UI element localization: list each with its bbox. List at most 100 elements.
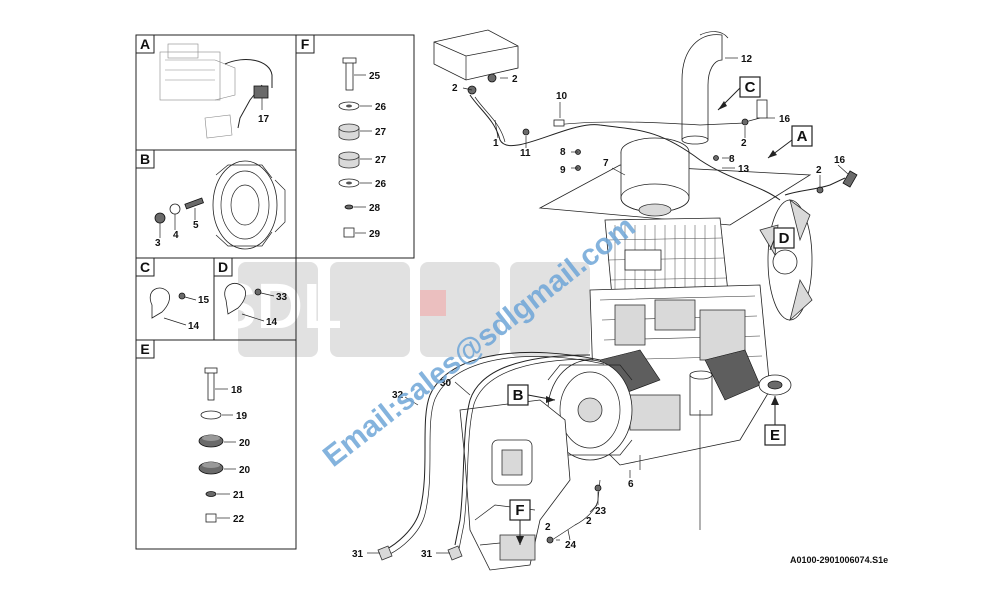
callout-d: D: [769, 227, 795, 251]
callout-b-letter: B: [513, 387, 524, 404]
label-31-a: 31: [352, 549, 364, 560]
bolt-5: [184, 197, 204, 210]
engine-block: [589, 284, 771, 466]
label-31-b: 31: [421, 549, 433, 560]
bracket-10: [553, 119, 565, 127]
callout-d-letter: D: [779, 230, 790, 247]
main-assembly: 2 2 1 10 11 8 9 7 12 16 2 8 13 2 16 30 3…: [352, 29, 858, 571]
panel-a-engine-sketch: [159, 43, 236, 139]
battery-box: [433, 29, 519, 81]
label-11: 11: [520, 148, 531, 159]
label-2-d: 2: [816, 165, 822, 176]
fitting-31-b: [447, 545, 463, 561]
washer-4: [169, 203, 181, 215]
washer-21: [205, 491, 217, 497]
sensor-16-b: [842, 170, 858, 188]
drawing-code: A0100-2901006074.S1e: [790, 555, 888, 565]
hose-32: [384, 351, 601, 551]
label-12: 12: [741, 54, 753, 65]
hose-30: [454, 354, 591, 546]
panel-f-label-27a: 27: [375, 127, 387, 138]
panel-f-label-27b: 27: [375, 155, 387, 166]
flywheel-housing: [212, 160, 286, 250]
panel-b-label-3: 3: [155, 238, 161, 249]
bolt-25: [345, 59, 354, 91]
callout-a-letter: A: [797, 128, 808, 145]
label-16-a: 16: [779, 114, 791, 125]
callout-e-letter: E: [770, 427, 780, 444]
clamp-14-c: [149, 287, 170, 319]
label-7: 7: [603, 158, 609, 169]
exhaust-pipe: [681, 31, 738, 145]
label-10: 10: [556, 91, 568, 102]
panel-f-label-26b: 26: [375, 179, 387, 190]
panel-f-label-29: 29: [369, 229, 381, 240]
washer-19: [200, 410, 222, 420]
callout-f-letter: F: [515, 502, 524, 519]
panel-b-label-4: 4: [173, 230, 179, 241]
panel-f-label-26a: 26: [375, 102, 387, 113]
label-2-f: 2: [545, 522, 551, 533]
callout-c-letter: C: [745, 79, 756, 96]
label-9: 9: [560, 165, 566, 176]
panel-e-label-19: 19: [236, 411, 248, 422]
sensor-16-a: [756, 99, 768, 119]
panel-d-label-14: 14: [266, 317, 278, 328]
oil-filter: [689, 374, 713, 416]
panel-f-label-25: 25: [369, 71, 381, 82]
washer-28: [344, 204, 354, 210]
panel-d-label-33: 33: [276, 292, 288, 303]
fitting-2-b: [487, 73, 497, 83]
transmission-housing: [459, 399, 571, 571]
panel-e-label-21: 21: [233, 490, 245, 501]
panel-e-letter: E: [140, 341, 149, 357]
label-30: 30: [440, 378, 452, 389]
bolt-8-b: [713, 155, 719, 161]
panel-b-letter: B: [140, 151, 150, 167]
panel-d-letter: D: [218, 259, 228, 275]
panel-a-letter: A: [140, 36, 150, 52]
panel-c-label-15: 15: [198, 295, 210, 306]
fitting-31-a: [377, 545, 393, 561]
panel-b-label-5: 5: [193, 220, 199, 231]
label-2-e: 2: [586, 516, 592, 527]
label-6: 6: [628, 479, 634, 490]
label-2-c: 2: [741, 138, 747, 149]
callout-f: F: [509, 499, 531, 545]
panel-e-label-20b: 20: [239, 465, 251, 476]
label-24: 24: [565, 540, 577, 551]
panel-c: C 15 14: [135, 257, 215, 341]
panel-a: A 17: [135, 34, 297, 151]
nut-3: [154, 212, 166, 224]
label-8-b: 8: [729, 154, 735, 165]
screw-33: [254, 288, 262, 296]
nut-22: [205, 513, 217, 523]
cooling-fan: [759, 199, 813, 322]
panel-e-label-18: 18: [231, 385, 243, 396]
panel-f-label-28: 28: [369, 203, 381, 214]
label-2-b: 2: [512, 74, 518, 85]
callout-b: B: [507, 384, 556, 406]
fitting-2-c: [741, 118, 749, 126]
fitting-2-e: [546, 536, 554, 544]
panel-b: B 3 4 5: [135, 149, 297, 259]
fitting-23: [594, 484, 602, 492]
label-32: 32: [392, 390, 404, 401]
panel-f-letter: F: [301, 36, 310, 52]
label-23: 23: [595, 506, 607, 517]
label-13: 13: [738, 164, 750, 175]
label-1: 1: [493, 138, 499, 149]
callout-c: C: [717, 76, 761, 111]
hose-1: [469, 94, 781, 201]
air-cleaner: [620, 137, 690, 217]
panel-e: E 18 19 20 20 21 22: [135, 339, 297, 550]
label-16-b: 16: [834, 155, 846, 166]
callout-e: E: [764, 396, 786, 446]
bolt-11: [522, 128, 530, 136]
panel-c-label-14: 14: [188, 321, 200, 332]
clamp-14-d: [224, 283, 246, 315]
panel-f: F 25 26 27 27 26 28 29: [295, 34, 415, 259]
panel-e-label-22: 22: [233, 514, 245, 525]
callout-a: A: [767, 125, 813, 159]
